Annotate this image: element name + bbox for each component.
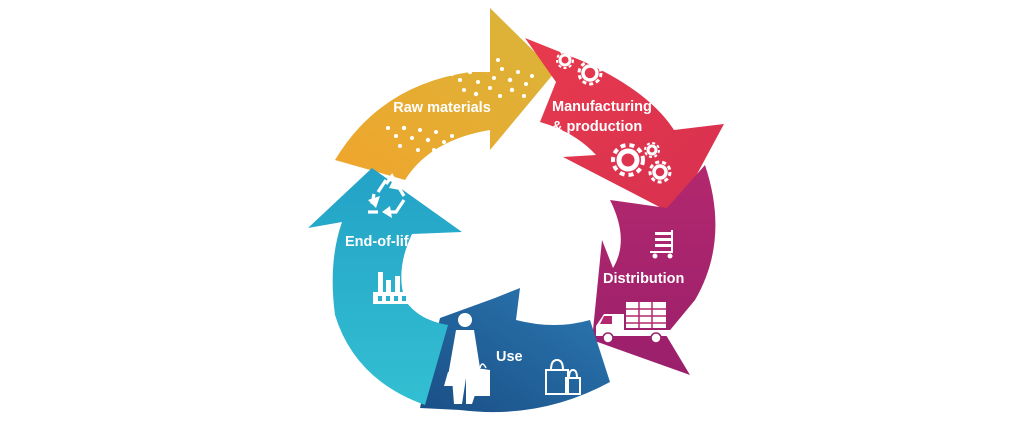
arrow-manufacturing bbox=[525, 38, 724, 215]
label-manufacturing: Manufacturing bbox=[552, 99, 652, 115]
shopper-silhouette-icon bbox=[444, 313, 490, 404]
shopping-bags-icon bbox=[545, 358, 581, 395]
label-use: Use bbox=[496, 349, 523, 365]
trolley-icon bbox=[650, 230, 673, 259]
label-distribution: Distribution bbox=[603, 271, 684, 287]
label-production: & production bbox=[552, 119, 642, 135]
factory-icon bbox=[373, 272, 413, 304]
arrow-raw-materials bbox=[335, 8, 555, 180]
gears-icon bbox=[556, 51, 672, 184]
label-raw-materials: Raw materials bbox=[393, 100, 491, 116]
truck-icon bbox=[596, 302, 670, 344]
label-end-of-life: End-of-life bbox=[345, 234, 417, 250]
granules-icon bbox=[386, 58, 534, 152]
arrow-end-of-life bbox=[308, 168, 462, 405]
recycle-arrowheads bbox=[368, 178, 400, 218]
